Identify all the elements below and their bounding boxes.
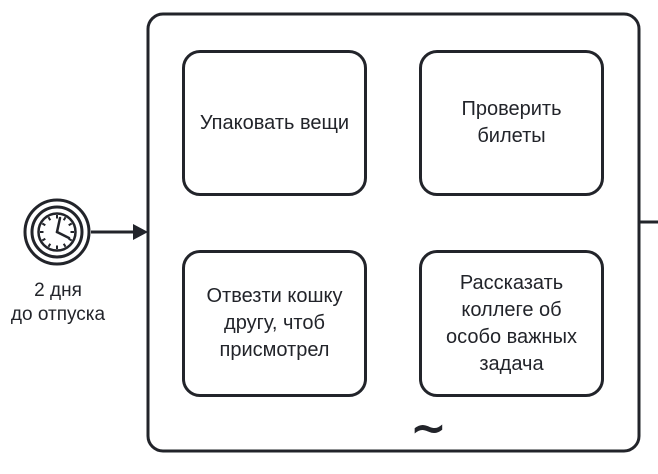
sequence-flow-start-to-subprocess[interactable] bbox=[91, 224, 148, 240]
clock-tick bbox=[47, 243, 52, 248]
clock-tick bbox=[47, 216, 52, 221]
clock-tick bbox=[41, 222, 46, 227]
clock-icon bbox=[37, 212, 77, 252]
arrowhead-icon bbox=[133, 224, 148, 240]
task-label: Проверить билеты bbox=[461, 98, 562, 147]
timer-event-label: 2 дня до отпуска bbox=[10, 280, 106, 325]
clock-tick bbox=[62, 216, 67, 221]
task-tell-colleague[interactable]: Рассказать коллеге об особо важных задач… bbox=[419, 250, 604, 397]
task-label: Отвезти кошку другу, чтоб присмотрел bbox=[206, 285, 343, 361]
task-pack-things[interactable]: Упаковать вещи bbox=[182, 50, 367, 196]
task-take-cat-to-friend[interactable]: Отвезти кошку другу, чтоб присмотрел bbox=[182, 250, 367, 397]
clock-tick bbox=[62, 243, 67, 248]
task-label: Упаковать вещи bbox=[199, 111, 350, 134]
task-label: Рассказать коллеге об особо важных задач… bbox=[446, 271, 577, 375]
clock-tick bbox=[68, 222, 73, 227]
adhoc-subprocess[interactable] bbox=[146, 12, 641, 453]
timer-start-event[interactable] bbox=[23, 198, 91, 266]
tilde-icon: ~ bbox=[410, 403, 447, 454]
task-check-tickets[interactable]: Проверить билеты bbox=[419, 50, 604, 196]
clock-tick bbox=[41, 237, 46, 242]
